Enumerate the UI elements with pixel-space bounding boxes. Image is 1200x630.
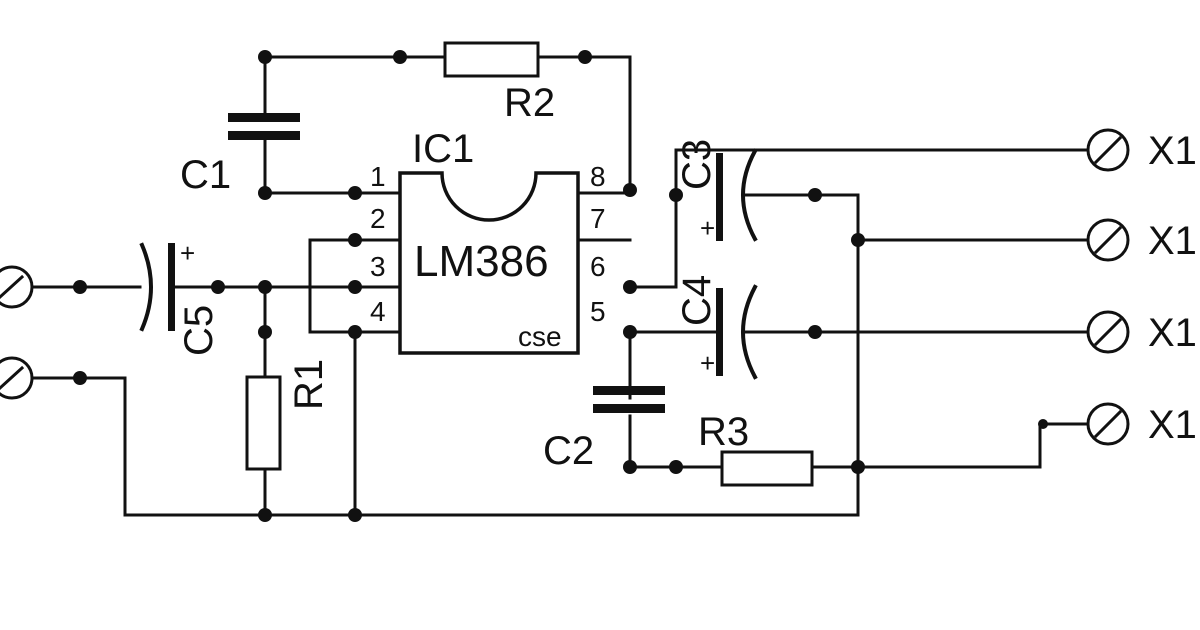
junction-dot	[623, 183, 637, 197]
junction-dot	[808, 188, 822, 202]
junction-dot	[669, 460, 683, 474]
junction-dot	[348, 508, 362, 522]
output-connector-1: X1	[1086, 128, 1197, 173]
c2-label: C2	[543, 429, 594, 473]
junction-dot	[211, 280, 225, 294]
junction-dot	[669, 188, 683, 202]
c1-label: C1	[180, 153, 231, 197]
c4-label: C4	[675, 275, 719, 326]
input-section	[32, 285, 860, 517]
junction-dot	[393, 50, 407, 64]
junction-dot	[808, 325, 822, 339]
pin-7-label: 7	[590, 203, 606, 234]
junction-dot	[348, 186, 362, 200]
ic-cse-label: cse	[518, 321, 562, 352]
junction-dot	[258, 50, 272, 64]
output-connector-4: X1	[1086, 402, 1197, 447]
junction-dot	[258, 186, 272, 200]
junction-dot	[258, 280, 272, 294]
capacitor-c3: + C3	[675, 139, 758, 243]
junction-dot	[258, 508, 272, 522]
resistor-r3: R3	[698, 410, 814, 487]
pin-6-label: 6	[590, 251, 606, 282]
junction-dot	[578, 50, 592, 64]
input-connector-2	[0, 356, 34, 400]
junction-dot	[348, 280, 362, 294]
ic-lm386: IC1 LM386 cse 1 2 3 4 5 6 7 8	[370, 127, 606, 355]
pin-4-label: 4	[370, 296, 386, 327]
junction-dot	[851, 460, 865, 474]
x1-label-3: X1	[1148, 311, 1197, 355]
junction-dot	[623, 325, 637, 339]
feedback-network	[263, 55, 632, 195]
pin-3-label: 3	[370, 251, 386, 282]
resistor-r2: R2	[443, 41, 555, 125]
x1-label-4: X1	[1148, 403, 1197, 447]
junction-dot	[1038, 419, 1048, 429]
x1-label-2: X1	[1148, 219, 1197, 263]
x1-label-1: X1	[1148, 129, 1197, 173]
ic-part-label: LM386	[414, 237, 549, 286]
junction-dot	[348, 325, 362, 339]
junction-dot	[623, 460, 637, 474]
output-connector-2: X1	[1086, 218, 1197, 263]
junction-dot	[348, 233, 362, 247]
r2-label: R2	[504, 81, 555, 125]
junction-dot	[73, 371, 87, 385]
junction-dot	[623, 280, 637, 294]
r1-label: R1	[287, 359, 331, 410]
junction-dots	[73, 50, 1048, 522]
pin-5-label: 5	[590, 296, 606, 327]
pin-2-label: 2	[370, 203, 386, 234]
c4-plus: +	[700, 348, 715, 378]
capacitor-c1: C1	[180, 113, 300, 197]
capacitor-c4: + C4	[675, 275, 758, 380]
pin-8-label: 8	[590, 161, 606, 192]
pin-1-label: 1	[370, 161, 386, 192]
c3-plus: +	[700, 213, 715, 243]
r3-label: R3	[698, 410, 749, 454]
c5-label: C5	[177, 305, 221, 356]
junction-dot	[73, 280, 87, 294]
input-connector-1	[0, 265, 34, 309]
ic-ref: IC1	[412, 127, 474, 171]
capacitor-c5: + C5	[139, 238, 221, 356]
output-connector-3: X1	[1086, 310, 1197, 355]
c5-plus: +	[180, 238, 195, 268]
capacitor-c2: C2	[543, 386, 665, 473]
junction-dot	[258, 325, 272, 339]
resistor-r1: R1	[245, 359, 331, 471]
c3-label: C3	[675, 139, 719, 190]
junction-dot	[851, 233, 865, 247]
